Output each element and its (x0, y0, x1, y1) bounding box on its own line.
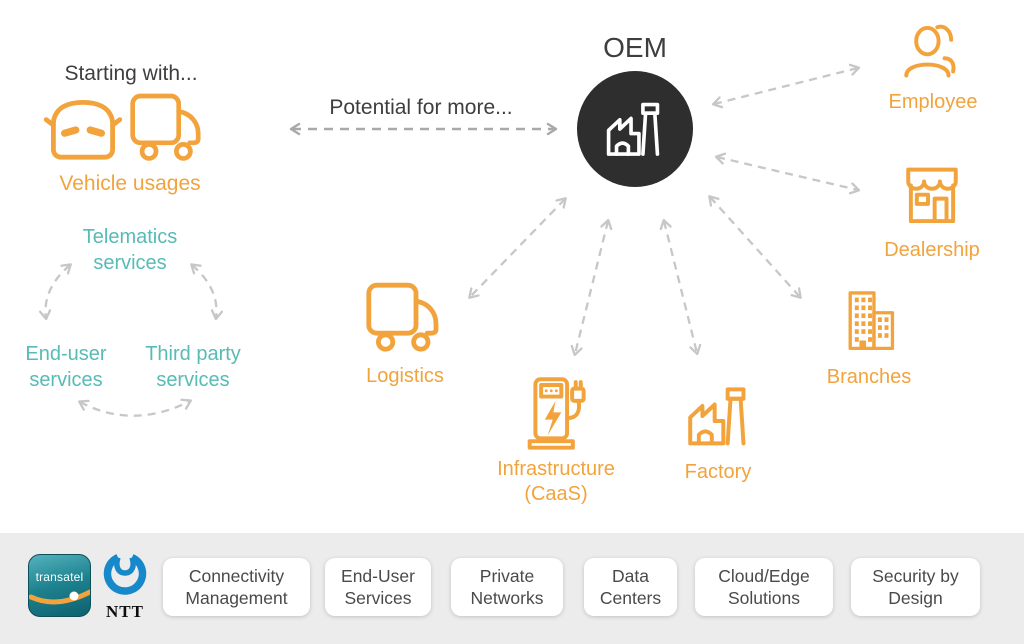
ntt-loop-icon (103, 554, 147, 595)
transatel-logo: transatel (28, 554, 91, 617)
telematics-services-label: Telematics services (82, 226, 178, 274)
infrastructure-label: Infrastructure (CaaS) (497, 458, 615, 505)
storefront-icon (899, 161, 965, 231)
arrow-oem-branches (708, 195, 802, 299)
logistics-label: Logistics (366, 365, 444, 387)
arrow-cycle-left (38, 263, 72, 321)
dealership-label: Dealership (884, 239, 980, 261)
pill-private-networks: Private Networks (451, 558, 563, 616)
ntt-logo-text: NTT (106, 602, 144, 621)
arrow-oem-factory (659, 218, 702, 356)
transatel-logo-text: transatel (35, 570, 84, 584)
pill-end-user-services: End-User Services (325, 558, 431, 616)
logistics-truck-icon (360, 278, 448, 358)
employee-label: Employee (888, 91, 978, 113)
buildings-icon (837, 286, 903, 358)
pill-security-by-design: Security by Design (851, 558, 980, 616)
arrow-cycle-right (190, 263, 224, 321)
factory-node-icon (682, 380, 756, 452)
end-user-services-label: End-user services (25, 343, 107, 391)
arrow-oem-infrastructure (570, 218, 613, 357)
factory-label: Factory (684, 461, 752, 483)
truck-icon (128, 86, 206, 170)
arrow-oem-dealership (714, 152, 861, 195)
arrow-oem-logistics (468, 197, 567, 299)
oem-node (577, 71, 693, 187)
starting-with-heading: Starting with... (64, 62, 198, 85)
footer-band: transatel NTT Connectivity Management En… (0, 533, 1024, 644)
arrow-oem-employee (711, 63, 861, 109)
charging-station-icon (521, 376, 593, 456)
arrow-cycle-bottom (77, 398, 193, 417)
vehicle-usages-label: Vehicle usages (59, 172, 201, 195)
factory-icon (602, 96, 668, 162)
ntt-logo: NTT (99, 550, 151, 622)
car-icon (36, 90, 130, 170)
branches-label: Branches (826, 366, 912, 388)
potential-for-more-label: Potential for more... (329, 96, 513, 119)
pill-data-centers: Data Centers (584, 558, 677, 616)
pill-connectivity-management: Connectivity Management (163, 558, 310, 616)
person-duo-icon (901, 16, 967, 90)
oem-label: OEM (603, 32, 667, 63)
pill-cloud-edge-solutions: Cloud/Edge Solutions (695, 558, 833, 616)
third-party-services-label: Third party services (145, 343, 241, 391)
transatel-swoosh (29, 589, 90, 605)
